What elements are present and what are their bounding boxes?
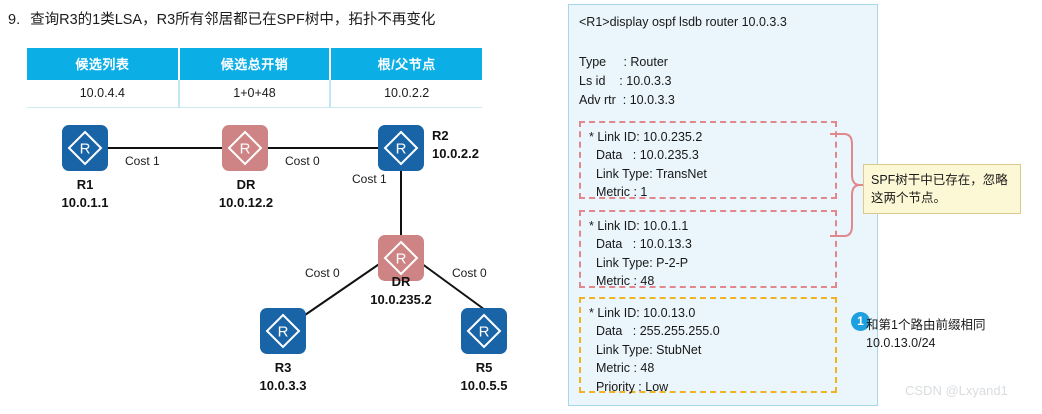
router-ip-r1: 10.0.1.1 bbox=[61, 194, 109, 210]
svg-text:R: R bbox=[396, 251, 407, 268]
lsa1-link-type: Link Type: TransNet bbox=[589, 166, 707, 181]
router-ip-dr1: 10.0.12.2 bbox=[218, 194, 274, 210]
router-icon: R bbox=[67, 130, 103, 166]
step-text: 查询R3的1类LSA，R3所有邻居都已在SPF树中，拓扑不再变化 bbox=[30, 12, 436, 28]
lsa3-link-id: * Link ID: 10.0.13.0 bbox=[589, 306, 696, 320]
svg-text:R: R bbox=[479, 324, 490, 341]
router-name-r3: R3 bbox=[274, 360, 292, 375]
router-label-r5: R5 10.0.5.5 bbox=[433, 359, 535, 394]
svg-text:R: R bbox=[396, 141, 407, 158]
step-number: 9. bbox=[8, 12, 21, 28]
left-pane: 9. 查询R3的1类LSA，R3所有邻居都已在SPF树中，拓扑不再变化 候选列表… bbox=[0, 8, 560, 410]
cost-label-r1-dr1: Cost 1 bbox=[125, 154, 160, 168]
router-name-dr2: DR bbox=[391, 274, 411, 289]
lsa1-link-id: * Link ID: 10.0.235.2 bbox=[589, 130, 703, 144]
lsa2-link-type: Link Type: P-2-P bbox=[589, 255, 689, 270]
svg-text:R: R bbox=[278, 324, 289, 341]
cli-meta-ls-id: Ls id : 10.0.3.3 bbox=[579, 73, 672, 88]
router-name-r5: R5 bbox=[475, 360, 493, 375]
lsa3-data: Data : 255.255.255.0 bbox=[589, 324, 720, 339]
router-ip-r5: 10.0.5.5 bbox=[460, 377, 508, 393]
router-icon: R bbox=[383, 130, 419, 166]
callout-prefix-note: 和第1个路由前缀相同10.0.13.0/24 bbox=[866, 318, 986, 351]
table-row: 10.0.4.4 1+0+48 10.0.2.2 bbox=[27, 80, 482, 108]
lsa1-data: Data : 10.0.235.3 bbox=[589, 148, 699, 163]
cli-meta-type: Type : Router bbox=[579, 55, 668, 69]
router-name-dr1: DR bbox=[236, 177, 256, 192]
lsa3-link-type: Link Type: StubNet bbox=[589, 342, 702, 357]
router-label-r3: R3 10.0.3.3 bbox=[232, 359, 334, 394]
router-node-r3[interactable]: R bbox=[260, 308, 306, 354]
cli-lsa-header: Type : Router Ls id : 10.0.3.3 Adv rtr :… bbox=[579, 53, 675, 109]
router-node-r2[interactable]: R bbox=[378, 125, 424, 171]
router-ip-r2: 10.0.2.2 bbox=[432, 145, 479, 161]
network-topology-diagram: R R1 10.0.1.1 R DR 10.0.12.2 R R2 bbox=[0, 110, 560, 410]
router-icon: R bbox=[265, 313, 301, 349]
cost-label-dr2-r5: Cost 0 bbox=[452, 266, 487, 280]
router-name-r1: R1 bbox=[76, 177, 94, 192]
router-icon: R bbox=[227, 130, 263, 166]
candidate-table: 候选列表 候选总开销 根/父节点 10.0.4.4 1+0+48 10.0.2.… bbox=[27, 48, 482, 108]
router-label-r2: R2 10.0.2.2 bbox=[432, 127, 524, 162]
lsa-entry-stubnet: * Link ID: 10.0.13.0 Data : 255.255.255.… bbox=[579, 297, 837, 394]
lsa2-data: Data : 10.0.13.3 bbox=[589, 237, 692, 252]
svg-text:R: R bbox=[80, 141, 91, 158]
router-node-dr-10-0-235-2[interactable]: R bbox=[378, 235, 424, 281]
router-icon: R bbox=[466, 313, 502, 349]
watermark: CSDN @Lxyand1 bbox=[905, 383, 1008, 398]
lsa2-metric: Metric : 48 bbox=[589, 274, 655, 289]
lsa1-metric: Metric : 1 bbox=[589, 185, 648, 200]
router-ip-r3: 10.0.3.3 bbox=[259, 377, 307, 393]
router-icon: R bbox=[383, 240, 419, 276]
lsa-entry-p2p: * Link ID: 10.0.1.1 Data : 10.0.13.3 Lin… bbox=[579, 210, 837, 288]
step-heading: 9. 查询R3的1类LSA，R3所有邻居都已在SPF树中，拓扑不再变化 bbox=[8, 8, 548, 29]
router-node-dr-10-0-12-2[interactable]: R bbox=[222, 125, 268, 171]
lsa3-metric: Metric : 48 bbox=[589, 361, 655, 376]
cell-total-cost: 1+0+48 bbox=[178, 80, 332, 108]
cli-output-panel: <R1>display ospf lsdb router 10.0.3.3 Ty… bbox=[568, 4, 878, 406]
topology-links bbox=[108, 147, 493, 316]
router-node-r5[interactable]: R bbox=[461, 308, 507, 354]
table-header-row: 候选列表 候选总开销 根/父节点 bbox=[27, 48, 482, 80]
router-name-r2: R2 bbox=[432, 128, 449, 143]
lsa3-priority: Priority : Low bbox=[589, 379, 669, 394]
svg-text:R: R bbox=[240, 141, 251, 158]
table-header-candidate-list: 候选列表 bbox=[27, 48, 180, 80]
cell-root-parent: 10.0.2.2 bbox=[330, 80, 482, 108]
cli-meta-adv-rtr: Adv rtr : 10.0.3.3 bbox=[579, 92, 675, 107]
router-ip-dr2: 10.0.235.2 bbox=[370, 291, 432, 307]
cost-label-r2-dr2: Cost 1 bbox=[352, 172, 387, 186]
lsa-entry-transnet: * Link ID: 10.0.235.2 Data : 10.0.235.3 … bbox=[579, 121, 837, 199]
lsa2-link-id: * Link ID: 10.0.1.1 bbox=[589, 219, 689, 233]
cli-command: <R1>display ospf lsdb router 10.0.3.3 bbox=[579, 15, 787, 29]
table-header-root-parent: 根/父节点 bbox=[330, 48, 482, 80]
cost-label-dr1-r2: Cost 0 bbox=[285, 154, 320, 168]
cost-label-dr2-r3: Cost 0 bbox=[305, 266, 340, 280]
callout-badge-1: 1 bbox=[851, 312, 870, 331]
router-node-r1[interactable]: R bbox=[62, 125, 108, 171]
callout-spf-note: SPF树干中已存在，忽略这两个节点。 bbox=[863, 164, 1021, 215]
router-label-r1: R1 10.0.1.1 bbox=[42, 176, 128, 211]
router-label-dr-10-0-235-2: DR 10.0.235.2 bbox=[345, 273, 457, 308]
cell-candidate-list: 10.0.4.4 bbox=[27, 80, 180, 108]
router-label-dr-10-0-12-2: DR 10.0.12.2 bbox=[200, 176, 292, 211]
table-header-total-cost: 候选总开销 bbox=[178, 48, 332, 80]
